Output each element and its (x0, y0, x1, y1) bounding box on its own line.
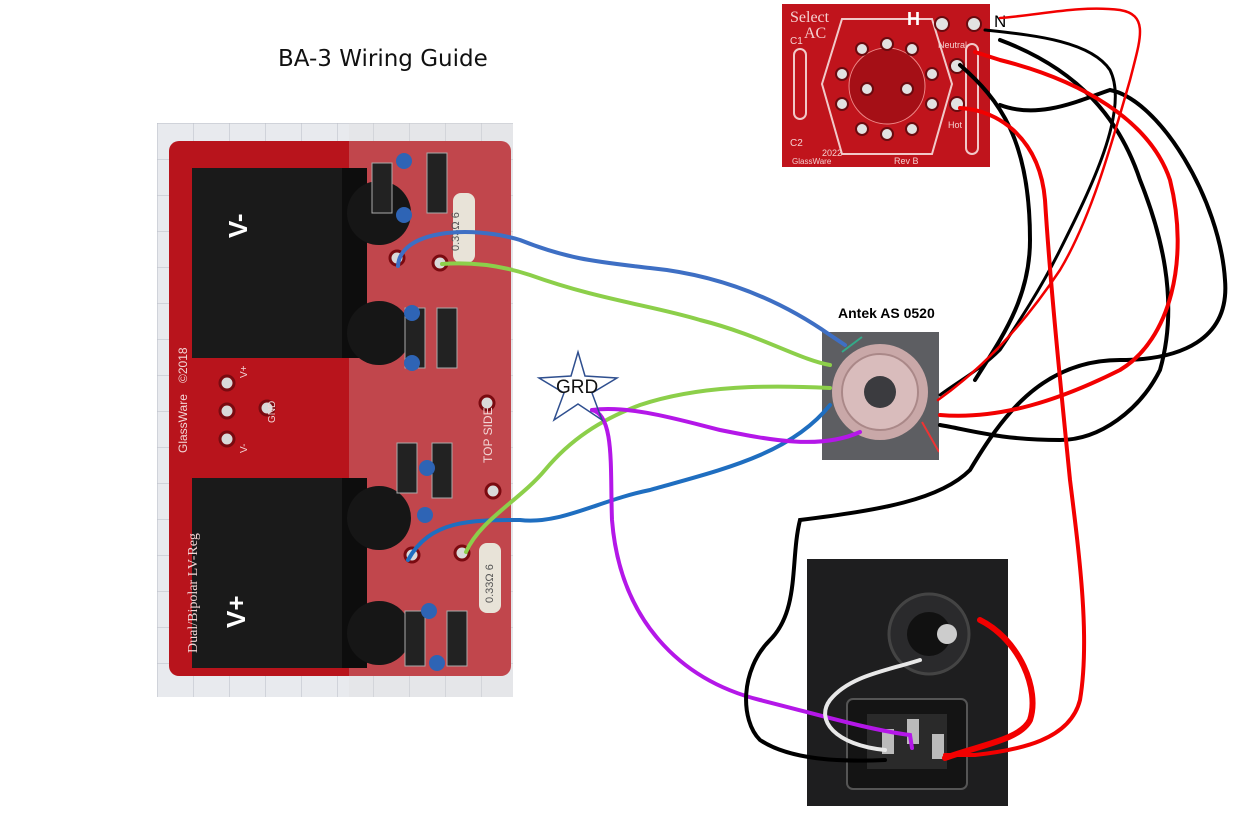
svg-text:Select: Select (790, 9, 830, 26)
page-title: BA-3 Wiring Guide (278, 46, 488, 72)
iec-inlet-photo (807, 559, 1008, 806)
red-wire-3 (942, 617, 1036, 761)
svg-text:GlassWare: GlassWare (792, 157, 832, 166)
vneg-regulator (192, 168, 342, 358)
transformer-label: Antek AS 0520 (838, 305, 935, 321)
red-wire-2 (943, 106, 1087, 757)
purple-wire-ground (590, 408, 914, 750)
svg-text:C2: C2 (790, 138, 803, 149)
svg-text:GlassWare: GlassWare (176, 394, 190, 453)
vpos-regulator (192, 478, 342, 668)
hot-label: H (907, 9, 920, 29)
svg-text:0.33Ω 6: 0.33Ω 6 (484, 564, 496, 603)
green-wire-top (440, 261, 832, 367)
svg-text:Rev B: Rev B (894, 156, 919, 166)
regulator-board-photo: V- V+ GlassWare ©2018 Dual/Bipolar LV-Re… (157, 123, 513, 697)
green-wire-bottom (464, 384, 832, 554)
purple-wire-transformer (590, 407, 862, 444)
svg-text:GND: GND (267, 401, 278, 423)
svg-text:Neutral: Neutral (938, 40, 967, 50)
svg-text:Dual/Bipolar LV-Reg: Dual/Bipolar LV-Reg (186, 533, 201, 653)
svg-text:Hot: Hot (948, 120, 963, 130)
svg-text:V+: V+ (239, 365, 250, 378)
svg-text:2022: 2022 (822, 148, 842, 158)
white-wire (823, 658, 922, 752)
svg-text:V-: V- (239, 444, 250, 453)
svg-text:TOP SIDE: TOP SIDE (481, 407, 495, 463)
black-wire-4 (958, 63, 1033, 382)
blue-wire-top (396, 230, 847, 347)
ground-label: GRD (556, 377, 599, 398)
ac-selector-board-photo: Select AC C1 C2 Neutral Hot Rev B GlassW… (782, 4, 990, 167)
vneg-label: V- (223, 213, 253, 238)
blue-wire-bottom (406, 403, 832, 562)
red-wire-1 (938, 50, 1180, 418)
ground-star-icon (536, 349, 620, 422)
svg-text:©2018: ©2018 (176, 347, 190, 383)
vpos-label: V+ (221, 595, 251, 628)
svg-text:C1: C1 (790, 36, 803, 47)
black-wire-2 (938, 38, 1171, 443)
black-wire-3 (744, 87, 1228, 763)
svg-text:AC: AC (804, 25, 826, 42)
black-wire-1 (938, 28, 1117, 397)
